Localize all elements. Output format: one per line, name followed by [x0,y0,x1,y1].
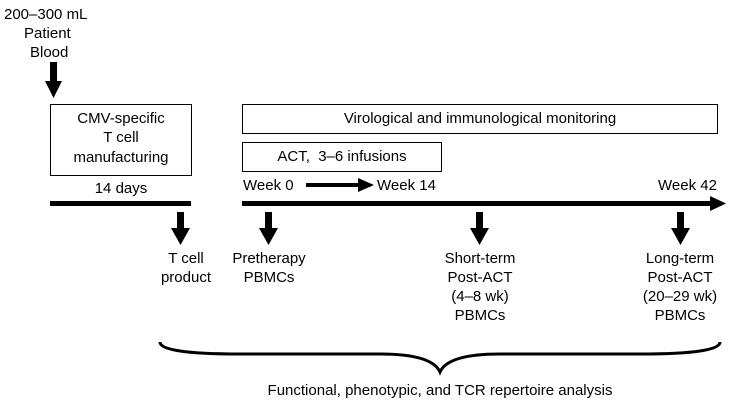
week-interval-arrow [306,178,374,192]
manufacturing-duration: 14 days [94,180,148,197]
short-term-down-arrow [470,212,489,245]
analysis-brace [158,341,722,376]
act-label: ACT, 3–6 infusions [277,148,407,165]
long-term-line-1: Long-term [645,250,715,267]
monitoring-label: Virological and immunological monitoring [343,110,617,127]
pretherapy-down-arrow [259,212,278,245]
blood-volume-label: 200–300 mL [4,6,88,23]
long-term-line-3: (20–29 wk) [642,288,718,305]
manufacturing-box: CMV-specific T cell manufacturing [50,104,192,176]
long-term-sample-label: Long-term Post-ACT (20–29 wk) PBMCs [628,250,732,325]
week-start-label: Week 0 [243,177,294,194]
long-term-down-arrow [671,212,690,245]
pretherapy-sample-label: Pretherapy PBMCs [224,250,314,287]
blood-down-arrow [45,62,62,98]
manufacturing-line-1: CMV-specific [77,110,165,127]
manufacturing-line-2: T cell [103,129,139,146]
blood-label: Blood [30,44,69,61]
analysis-label: Functional, phenotypic, and TCR repertoi… [267,382,613,399]
act-box: ACT, 3–6 infusions [242,142,442,172]
monitoring-box: Virological and immunological monitoring [242,104,718,134]
blood-patient-label: Patient [24,25,71,42]
pretherapy-line-1: Pretherapy [232,250,306,267]
short-term-line-3: (4–8 wk) [451,288,509,305]
product-sample-label: T cell product [145,250,227,287]
short-term-line-2: Post-ACT [447,269,513,286]
product-down-arrow [171,212,190,245]
product-line-2: product [160,269,212,286]
long-term-line-4: PBMCs [654,307,706,324]
long-term-line-2: Post-ACT [647,269,713,286]
short-term-sample-label: Short-term Post-ACT (4–8 wk) PBMCs [430,250,530,325]
short-term-line-4: PBMCs [454,307,506,324]
week-end-label: Week 42 [658,177,717,194]
manufacturing-line-3: manufacturing [73,149,169,166]
manufacturing-bar [50,201,191,206]
week-mid-label: Week 14 [377,177,436,194]
pretherapy-line-2: PBMCs [243,269,295,286]
short-term-line-1: Short-term [444,250,516,267]
timeline-arrow [242,196,726,211]
product-line-1: T cell [168,250,204,267]
